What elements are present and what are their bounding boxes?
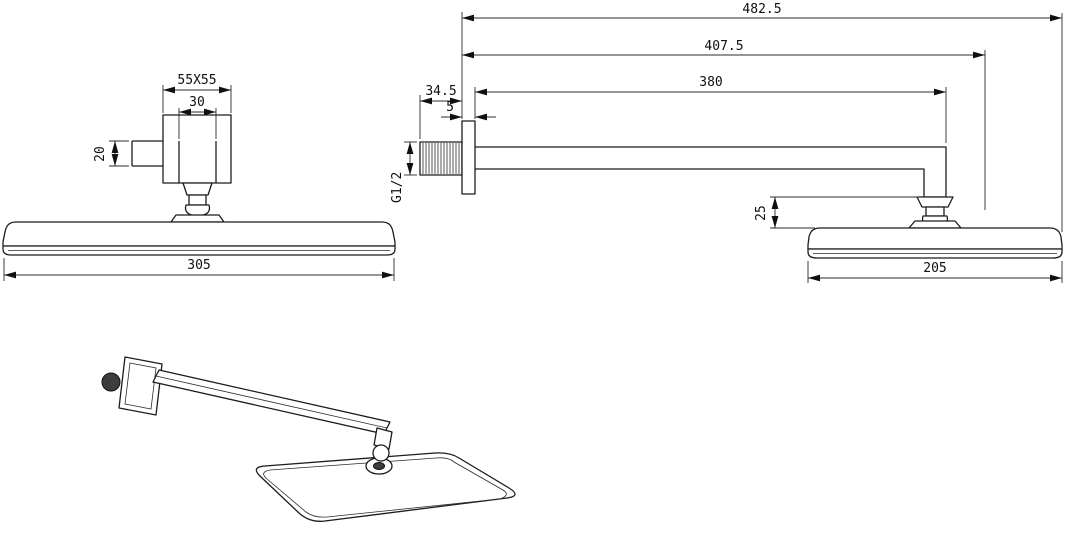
label-thread-g12: G1/2	[390, 141, 417, 203]
dim-head-depth-205: 205	[807, 261, 1063, 283]
dim-wall-34: 34.5	[419, 84, 462, 139]
front-connector-stem	[188, 194, 207, 206]
front-wall-flange	[162, 114, 232, 184]
persp-wall-plate	[118, 356, 163, 416]
dim-text-arm-length: 380	[699, 75, 722, 90]
dim-text-arm-height: 20	[93, 146, 108, 162]
dim-flange-5: 5	[441, 100, 496, 121]
persp-shower-head-rim	[263, 457, 507, 518]
dim-text-flange: 55X55	[177, 73, 216, 88]
side-shower-head-body	[807, 227, 1063, 250]
dim-socket-30: 30	[178, 95, 217, 139]
dim-text-inlet: 34.5	[425, 84, 456, 99]
front-head-boss	[170, 214, 225, 223]
dim-text-drop: 25	[754, 205, 769, 221]
side-view: 482.5 407.5 380 34.5 5	[390, 2, 1063, 283]
side-connector-stem	[925, 206, 945, 217]
side-head-boss	[908, 220, 962, 229]
dim-drop-25: 25	[754, 196, 919, 229]
dim-text-head-width: 305	[187, 258, 210, 273]
thread-hatching	[422, 143, 460, 174]
label-text-thread: G1/2	[390, 172, 405, 203]
front-shower-head-body	[2, 221, 396, 247]
dim-arm-380: 380	[474, 75, 947, 143]
dim-text-overall: 482.5	[742, 2, 781, 17]
perspective-view	[101, 356, 516, 522]
dim-overall-482: 482.5	[462, 2, 1063, 232]
persp-wall-plate-inner	[124, 362, 157, 410]
dim-text-head-depth: 205	[923, 261, 946, 276]
dim-text-407: 407.5	[704, 39, 743, 54]
persp-ball-joint	[372, 444, 390, 462]
persp-wall-ball	[101, 372, 121, 392]
side-wall-flange	[461, 120, 476, 195]
front-connector-nut	[182, 182, 213, 196]
dim-text-flange-thickness: 5	[446, 100, 454, 115]
dim-407: 407.5	[462, 39, 986, 210]
dim-arm-20: 20	[93, 140, 129, 167]
front-arm	[131, 140, 163, 167]
front-socket	[178, 141, 217, 183]
front-view: 55X55 30 20 305	[2, 73, 396, 281]
persp-arm-edge	[155, 375, 388, 429]
side-connector-nut	[916, 196, 954, 208]
dim-flange-55x55: 55X55	[162, 73, 232, 113]
dim-text-socket: 30	[189, 95, 205, 110]
dim-head-width-305: 305	[3, 258, 395, 281]
persp-joint-center	[373, 462, 385, 470]
persp-drop-stem	[373, 427, 393, 450]
side-arm	[475, 146, 947, 198]
